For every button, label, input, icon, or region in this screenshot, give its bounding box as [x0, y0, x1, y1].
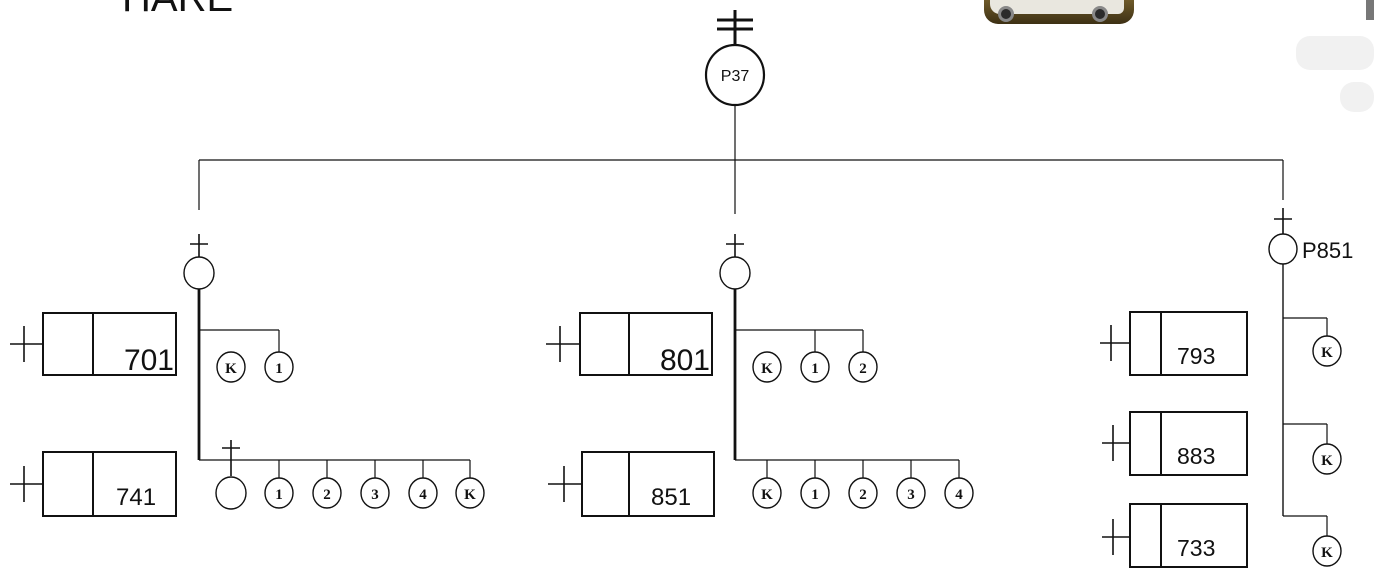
root-node: P37: [704, 43, 766, 107]
left-box-2: 741: [42, 451, 177, 517]
node-label: K: [761, 361, 773, 377]
box-label: 793: [1177, 343, 1215, 369]
node-1: 1: [264, 351, 294, 383]
node-label: K: [464, 487, 476, 503]
node-label: 4: [419, 487, 427, 503]
node-label: K: [225, 361, 237, 377]
box-label: 741: [116, 484, 156, 511]
node-label: 4: [955, 487, 963, 503]
node-label: 1: [275, 487, 283, 503]
box-label: 883: [1177, 443, 1215, 469]
node-label: 2: [859, 487, 867, 503]
left-branch-node: [183, 256, 215, 290]
right-branch-node: [1268, 233, 1298, 265]
node-label: 1: [275, 361, 283, 377]
node-k: K: [1312, 443, 1342, 475]
node-1: 1: [800, 477, 830, 509]
box-label: 801: [660, 344, 710, 377]
van-body: [990, 0, 1124, 14]
node-1: 1: [800, 351, 830, 383]
connector-lines: [10, 10, 1328, 555]
node-label: 1: [811, 487, 819, 503]
decor-corner: [1366, 0, 1374, 20]
node-k: K: [752, 477, 782, 509]
node-k: K: [455, 477, 485, 509]
node-label: 2: [859, 361, 867, 377]
middle-box-1: 801: [579, 312, 713, 377]
node-label: K: [1321, 345, 1333, 361]
box-label: 851: [651, 484, 691, 511]
node-label: K: [761, 487, 773, 503]
box-label: 701: [124, 344, 174, 377]
middle-branch-node: [719, 256, 751, 290]
right-box-3: 733: [1129, 503, 1248, 568]
decor-shape: [1340, 82, 1374, 112]
wheel-icon: [1092, 6, 1108, 22]
right-box-1: 793: [1129, 311, 1248, 376]
node-label: 3: [907, 487, 915, 503]
node-label: K: [1321, 545, 1333, 561]
wheel-icon: [998, 6, 1014, 22]
node-k: K: [1312, 535, 1342, 567]
node-1: 1: [264, 477, 294, 509]
node-label: 2: [323, 487, 331, 503]
page-title: HARE: [122, 0, 233, 18]
middle-box-2: 851: [581, 451, 715, 517]
node-label: 1: [811, 361, 819, 377]
node-4: 4: [944, 477, 974, 509]
right-branch-label: P851: [1302, 238, 1353, 263]
right-box-2: 883: [1129, 411, 1248, 476]
node-3: 3: [360, 477, 390, 509]
node-label: 3: [371, 487, 379, 503]
van-photo: [984, 0, 1134, 24]
node-2: 2: [312, 477, 342, 509]
node-k: K: [216, 351, 246, 383]
empty-node: [215, 476, 247, 510]
decor-shape: [1296, 36, 1374, 70]
node-2: 2: [848, 351, 878, 383]
node-3: 3: [896, 477, 926, 509]
node-k: K: [1312, 335, 1342, 367]
node-label: K: [1321, 453, 1333, 469]
node-2: 2: [848, 477, 878, 509]
node-k: K: [752, 351, 782, 383]
node-4: 4: [408, 477, 438, 509]
box-label: 733: [1177, 535, 1215, 561]
left-box-1: 701: [42, 312, 177, 377]
root-label: P37: [721, 68, 750, 85]
